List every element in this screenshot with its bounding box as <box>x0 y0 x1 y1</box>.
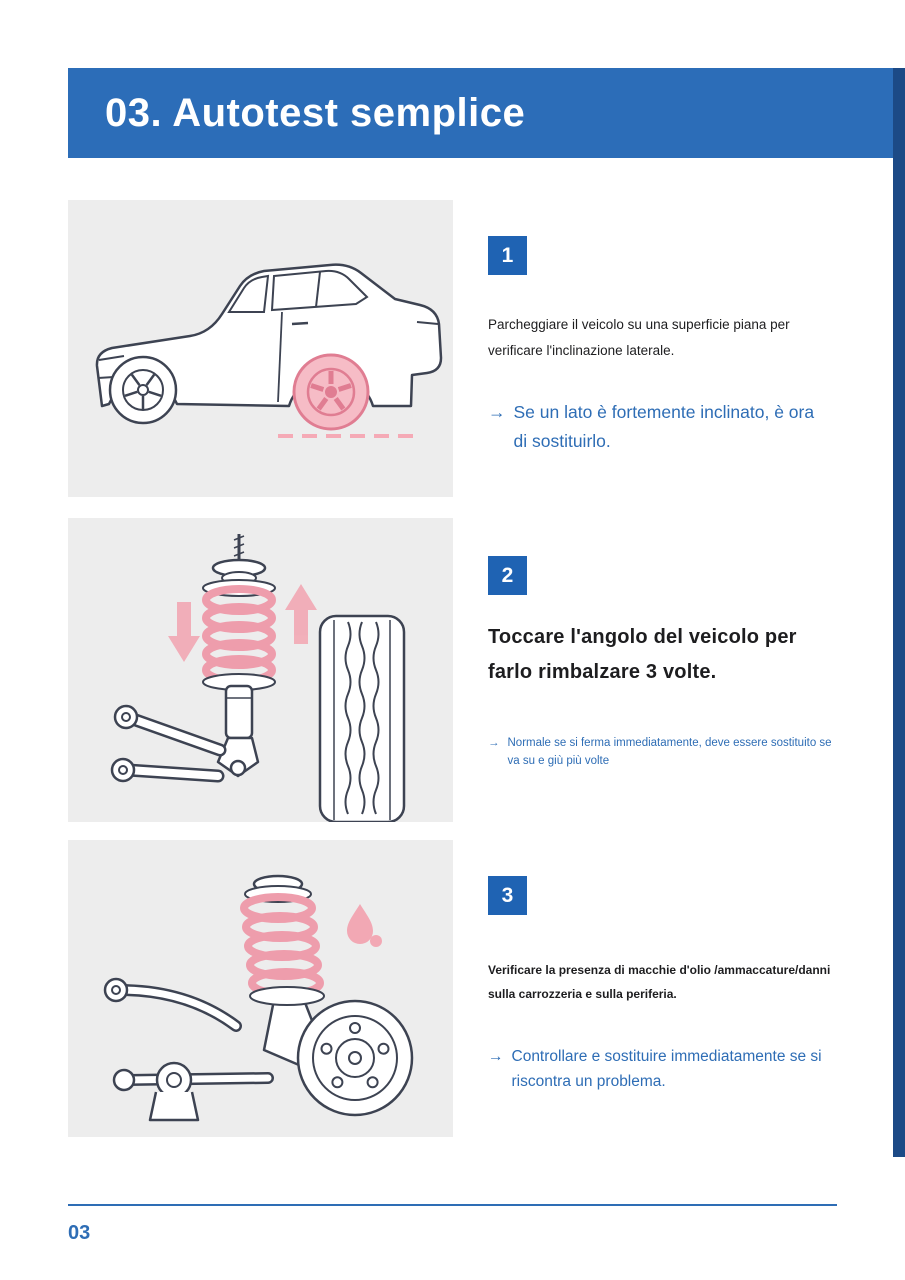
step-number-badge: 3 <box>488 876 527 915</box>
step-3-note-text: Controllare e sostituire immediatamente … <box>511 1048 822 1090</box>
step-2-illustration-panel <box>68 518 453 822</box>
footer-divider <box>68 1204 837 1206</box>
oil-drop-icon <box>347 904 382 947</box>
arrow-up-icon <box>285 584 317 644</box>
rear-suspension-illustration <box>103 874 414 1122</box>
step-3-section: 3 Verificare la presenza di macchie d'ol… <box>0 840 905 1137</box>
step-3-note: → Controllare e sostituire immediatament… <box>488 1044 822 1094</box>
step-2-section: 2 Toccare l'angolo del veicolo per farlo… <box>0 518 905 822</box>
step-number-badge: 1 <box>488 236 527 275</box>
arrow-down-icon <box>168 602 200 662</box>
car-illustration <box>95 263 443 438</box>
step-2-note: → Normale se si ferma immediatamente, de… <box>488 734 846 770</box>
page-number: 03 <box>68 1222 91 1244</box>
step-2-body: Toccare l'angolo del veicolo per farlo r… <box>488 626 797 683</box>
right-accent-bar <box>893 68 905 1157</box>
step-number: 3 <box>501 883 514 907</box>
step-1-note-text: Se un lato è fortemente inclinato, è ora… <box>513 402 815 451</box>
step-number-badge: 2 <box>488 556 527 595</box>
arrow-right-icon: → <box>488 402 506 422</box>
step-1-note: → Se un lato è fortemente inclinato, è o… <box>488 398 820 456</box>
step-1-body: Parcheggiare il veicolo su una superfici… <box>488 317 790 358</box>
page-title: 03. Autotest semplice <box>105 90 526 135</box>
step-number: 1 <box>501 243 514 267</box>
step-1-section: 1 Parcheggiare il veicolo su una superfi… <box>0 200 905 497</box>
suspension-strut-illustration <box>110 534 406 822</box>
step-3-body: Verificare la presenza di macchie d'olio… <box>488 963 831 1001</box>
step-2-note-text: Normale se si ferma immediatamente, deve… <box>507 737 832 767</box>
arrow-right-icon: → <box>488 1048 504 1065</box>
step-number: 2 <box>501 563 514 587</box>
page-header: 03. Autotest semplice <box>68 68 905 158</box>
arrow-right-icon: → <box>488 737 500 749</box>
step-1-illustration-panel <box>68 200 453 497</box>
step-3-illustration-panel <box>68 840 453 1137</box>
